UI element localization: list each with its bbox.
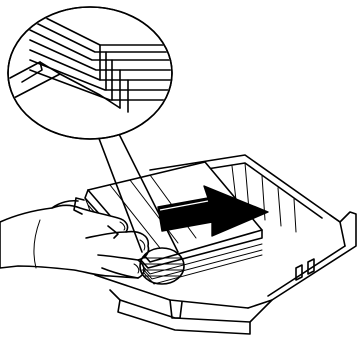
magnified-detail-view bbox=[8, 7, 200, 139]
tray-front-latch bbox=[170, 300, 182, 318]
